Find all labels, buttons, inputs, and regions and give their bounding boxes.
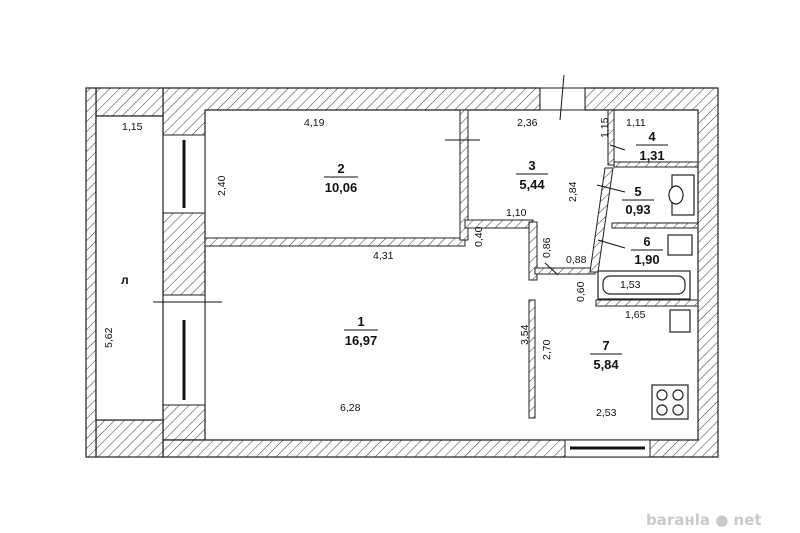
svg-text:1,31: 1,31 <box>639 148 664 163</box>
dim-r2-width: 4,19 <box>304 117 325 129</box>
window-openings <box>162 87 651 458</box>
door-marks <box>153 74 626 303</box>
room-7: 7 5,84 <box>590 338 622 372</box>
dim-passage: 0,86 <box>541 237 553 258</box>
svg-text:2: 2 <box>337 161 344 176</box>
room-6: 6 1,90 <box>631 234 663 267</box>
stove <box>651 384 689 420</box>
dim-hall-len: 2,84 <box>567 181 579 202</box>
dim-step-depth: 0,40 <box>473 226 485 247</box>
window-sashes <box>182 140 645 450</box>
room-4: 4 1,31 <box>636 129 668 163</box>
room-1: 1 16,97 <box>344 314 378 348</box>
svg-text:16,97: 16,97 <box>345 333 378 348</box>
svg-text:5,84: 5,84 <box>593 357 619 372</box>
dim-hall-width: 2,36 <box>517 117 538 129</box>
svg-text:0,93: 0,93 <box>625 202 650 217</box>
room-3: 3 5,44 <box>516 158 548 192</box>
svg-text:5: 5 <box>634 184 641 199</box>
fixtures <box>597 174 695 420</box>
dim-r1-top: 4,31 <box>373 250 394 262</box>
kitchen-sink <box>669 309 691 333</box>
dim-kitchen-bottom: 2,53 <box>596 407 617 419</box>
dim-kitchen-side: 2,70 <box>541 339 553 360</box>
dim-step-width: 1,10 <box>506 207 527 219</box>
interior-walls <box>204 109 699 419</box>
watermark: baraнla ● net <box>646 511 762 529</box>
dim-balcony-length: 5,62 <box>103 327 115 348</box>
dim-kitchen-top: 1,65 <box>625 309 646 321</box>
dim-r1-bottom: 6,28 <box>340 402 361 414</box>
svg-text:10,06: 10,06 <box>325 180 358 195</box>
dim-r2-depth: 2,40 <box>216 175 228 196</box>
dim-balcony-width: 1,15 <box>122 121 143 133</box>
room-labels: 1 16,97 2 10,06 3 5,44 4 1,31 5 0,93 6 1… <box>324 129 668 372</box>
svg-text:6: 6 <box>643 234 650 249</box>
dim-tub: 1,53 <box>620 279 641 291</box>
dim-closet-width: 1,11 <box>626 117 646 129</box>
dim-bath-door: 0,88 <box>566 254 587 266</box>
dim-closet-depth: 1,15 <box>599 117 611 138</box>
sink <box>667 234 693 256</box>
balcony <box>95 115 164 421</box>
svg-text:1: 1 <box>357 314 364 329</box>
svg-text:3: 3 <box>528 158 535 173</box>
svg-text:7: 7 <box>602 338 609 353</box>
balcony-letter: л <box>121 273 129 287</box>
svg-text:1,90: 1,90 <box>634 252 659 267</box>
svg-text:4: 4 <box>648 129 656 144</box>
dim-bath-depth: 0,60 <box>575 281 587 302</box>
dim-r1-side: 3,54 <box>519 324 531 345</box>
room-2: 2 10,06 <box>324 161 358 195</box>
svg-text:5,44: 5,44 <box>519 177 545 192</box>
room-5: 5 0,93 <box>622 184 654 217</box>
dimension-labels: 1,15 5,62 л 4,19 2,40 4,31 6,28 3,54 0,4… <box>103 117 646 419</box>
